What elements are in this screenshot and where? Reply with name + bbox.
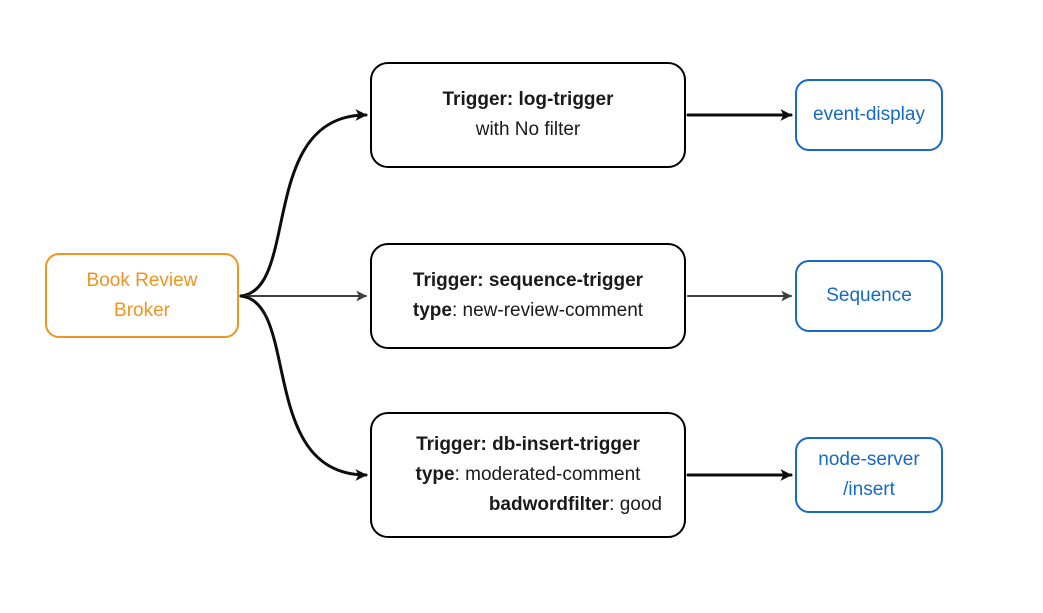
trigger-db-attr-type: type: moderated-comment xyxy=(394,460,662,490)
sink-node-server-label-line2: /insert xyxy=(843,479,895,500)
broker-label-line2: Broker xyxy=(114,299,170,321)
trigger-db-attr-type-value: : moderated-comment xyxy=(454,464,641,485)
broker-node: Book Review Broker xyxy=(45,253,239,338)
trigger-sequence-attr-key: type xyxy=(412,300,452,321)
edge-broker-to-log-trigger xyxy=(239,109,368,298)
trigger-sequence-attr-value: : new-review-comment xyxy=(451,300,644,321)
trigger-db-attr-type-key: type xyxy=(415,464,455,485)
sink-node-server-label-line1: node-server xyxy=(818,449,920,470)
trigger-db-insert-node: Trigger: db-insert-trigger type: moderat… xyxy=(370,412,686,538)
trigger-db-attr-badwordfilter-key: badwordfilter xyxy=(488,494,610,515)
trigger-log-node: Trigger: log-trigger with No filter xyxy=(370,62,686,168)
edge-broker-to-db-insert-trigger xyxy=(239,294,368,481)
sink-node-server-node: node-server /insert xyxy=(795,437,943,513)
sink-event-display-label: event-display xyxy=(813,104,925,125)
sink-sequence-node: Sequence xyxy=(795,260,943,332)
trigger-sequence-title: Trigger: sequence-trigger xyxy=(412,270,644,291)
sink-sequence-label: Sequence xyxy=(826,285,912,306)
broker-label-line1: Book Review xyxy=(86,269,198,291)
sink-event-display-node: event-display xyxy=(795,79,943,151)
trigger-db-title: Trigger: db-insert-trigger xyxy=(416,434,640,455)
trigger-log-title: Trigger: log-trigger xyxy=(442,89,614,110)
trigger-log-subtitle: with No filter xyxy=(475,119,581,140)
trigger-db-attr-badwordfilter-value: : good xyxy=(609,494,662,515)
trigger-sequence-node: Trigger: sequence-trigger type: new-revi… xyxy=(370,243,686,349)
trigger-sequence-attr: type: new-review-comment xyxy=(394,296,662,326)
trigger-db-attr-badwordfilter: badwordfilter: good xyxy=(394,490,662,520)
